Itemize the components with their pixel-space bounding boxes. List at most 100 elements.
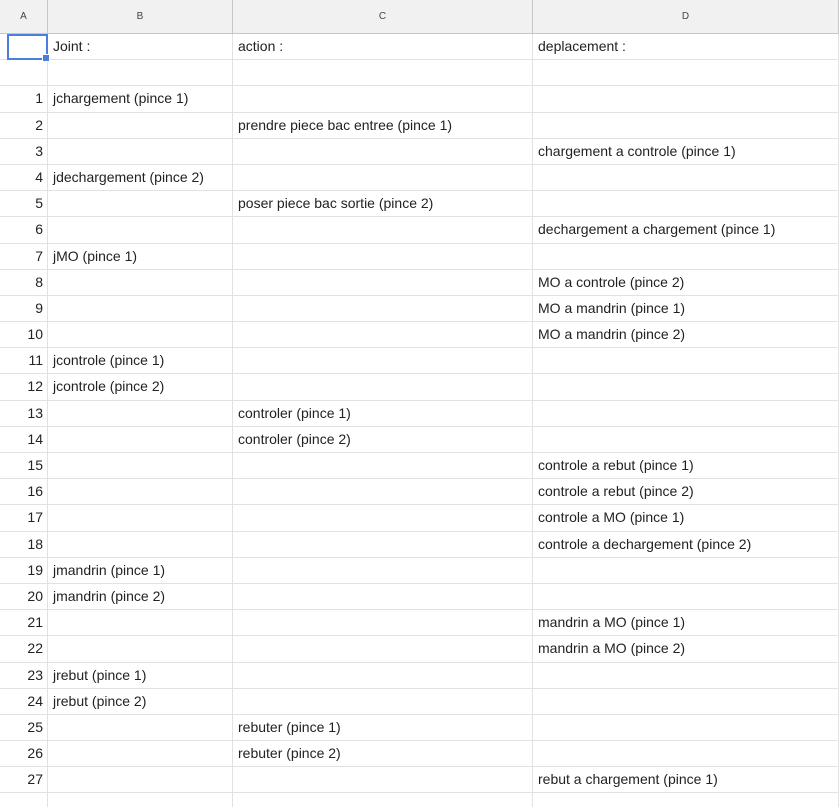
cell-d[interactable]: chargement a controle (pince 1) (533, 138, 839, 164)
cell-a[interactable] (0, 34, 48, 60)
cell-d[interactable] (533, 688, 839, 714)
cell-b[interactable] (48, 531, 233, 557)
cell-b[interactable]: Joint : (48, 34, 233, 60)
cell-c[interactable]: rebuter (pince 1) (233, 714, 533, 741)
cell-a[interactable]: 8 (0, 269, 48, 295)
cell-a[interactable]: 15 (0, 453, 48, 479)
cell-d[interactable]: mandrin a MO (pince 1) (533, 610, 839, 636)
cell-d[interactable] (533, 662, 839, 688)
cell-d[interactable]: controle a dechargement (pince 2) (533, 531, 839, 557)
cell-c[interactable]: rebuter (pince 2) (233, 741, 533, 767)
cell-c[interactable] (233, 531, 533, 557)
cell-d[interactable] (533, 60, 839, 86)
cell-d[interactable] (533, 348, 839, 374)
cell-c[interactable] (233, 662, 533, 688)
cell-b[interactable]: jMO (pince 1) (48, 243, 233, 269)
cell-a[interactable]: 22 (0, 636, 48, 662)
cell-d[interactable]: controle a MO (pince 1) (533, 505, 839, 531)
cell-d[interactable] (533, 164, 839, 191)
column-header-c[interactable]: C (233, 0, 533, 33)
cell-d[interactable] (533, 557, 839, 583)
cell-b[interactable] (48, 217, 233, 243)
cell-c[interactable] (233, 453, 533, 479)
cell-a[interactable]: 1 (0, 86, 48, 112)
cell-d[interactable] (533, 112, 839, 138)
cell-b[interactable] (48, 610, 233, 636)
cell-b[interactable] (48, 453, 233, 479)
cell-c[interactable] (233, 610, 533, 636)
cell-b[interactable]: jcontrole (pince 2) (48, 374, 233, 400)
cell-c[interactable] (233, 295, 533, 322)
column-header-a[interactable]: A (0, 0, 48, 33)
cell-c[interactable] (233, 767, 533, 793)
cell-a[interactable]: 24 (0, 688, 48, 714)
cell-a[interactable]: 9 (0, 295, 48, 322)
cell-b[interactable] (48, 479, 233, 505)
cell-b[interactable]: jrebut (pince 1) (48, 662, 233, 688)
cell-b[interactable] (48, 426, 233, 452)
cell-d[interactable] (533, 191, 839, 217)
column-header-b[interactable]: B (48, 0, 233, 33)
cell-c[interactable] (233, 688, 533, 714)
cell-d[interactable]: controle a rebut (pince 1) (533, 453, 839, 479)
cell-b[interactable] (48, 295, 233, 322)
cell-c[interactable]: controler (pince 1) (233, 400, 533, 426)
cell-a[interactable]: 6 (0, 217, 48, 243)
cell-c[interactable] (233, 138, 533, 164)
cell-a[interactable]: 17 (0, 505, 48, 531)
cell-a[interactable]: 14 (0, 426, 48, 452)
cell-c[interactable] (233, 479, 533, 505)
cell-b[interactable] (48, 322, 233, 348)
cell-c[interactable] (233, 583, 533, 610)
cell-b[interactable] (48, 505, 233, 531)
cell-d[interactable] (533, 793, 839, 807)
cell-c[interactable]: poser piece bac sortie (pince 2) (233, 191, 533, 217)
cell-b[interactable]: jdechargement (pince 2) (48, 164, 233, 191)
cell-a[interactable]: 2 (0, 112, 48, 138)
cell-a[interactable]: 7 (0, 243, 48, 269)
cell-d[interactable]: mandrin a MO (pince 2) (533, 636, 839, 662)
cell-a[interactable]: 13 (0, 400, 48, 426)
cell-a[interactable]: 23 (0, 662, 48, 688)
cell-d[interactable]: deplacement : (533, 34, 839, 60)
cell-a[interactable]: 19 (0, 557, 48, 583)
cell-d[interactable]: dechargement a chargement (pince 1) (533, 217, 839, 243)
cell-c[interactable] (233, 86, 533, 112)
cell-c[interactable] (233, 217, 533, 243)
cell-a[interactable]: 11 (0, 348, 48, 374)
cell-a[interactable]: 26 (0, 741, 48, 767)
cell-d[interactable] (533, 374, 839, 400)
cell-a[interactable] (0, 60, 48, 86)
cell-b[interactable] (48, 636, 233, 662)
cell-b[interactable]: jmandrin (pince 1) (48, 557, 233, 583)
cell-b[interactable] (48, 714, 233, 741)
cell-a[interactable]: 21 (0, 610, 48, 636)
cell-b[interactable] (48, 60, 233, 86)
cell-a[interactable]: 27 (0, 767, 48, 793)
cell-b[interactable]: jcontrole (pince 1) (48, 348, 233, 374)
cell-b[interactable]: jmandrin (pince 2) (48, 583, 233, 610)
cell-a[interactable]: 16 (0, 479, 48, 505)
cell-b[interactable]: jchargement (pince 1) (48, 86, 233, 112)
cell-a[interactable] (0, 793, 48, 807)
cell-d[interactable] (533, 741, 839, 767)
cell-c[interactable] (233, 636, 533, 662)
cell-b[interactable]: jrebut (pince 2) (48, 688, 233, 714)
cell-d[interactable]: rebut a chargement (pince 1) (533, 767, 839, 793)
cell-c[interactable]: prendre piece bac entree (pince 1) (233, 112, 533, 138)
cell-d[interactable]: controle a rebut (pince 2) (533, 479, 839, 505)
cell-d[interactable]: MO a mandrin (pince 2) (533, 322, 839, 348)
cell-c[interactable] (233, 269, 533, 295)
cell-d[interactable] (533, 426, 839, 452)
cell-d[interactable] (533, 243, 839, 269)
cell-d[interactable] (533, 86, 839, 112)
cell-d[interactable] (533, 714, 839, 741)
cell-b[interactable] (48, 112, 233, 138)
cell-d[interactable] (533, 583, 839, 610)
cell-c[interactable] (233, 348, 533, 374)
cell-c[interactable] (233, 243, 533, 269)
cell-c[interactable]: action : (233, 34, 533, 60)
cell-d[interactable]: MO a mandrin (pince 1) (533, 295, 839, 322)
cell-b[interactable] (48, 793, 233, 807)
cell-b[interactable] (48, 767, 233, 793)
